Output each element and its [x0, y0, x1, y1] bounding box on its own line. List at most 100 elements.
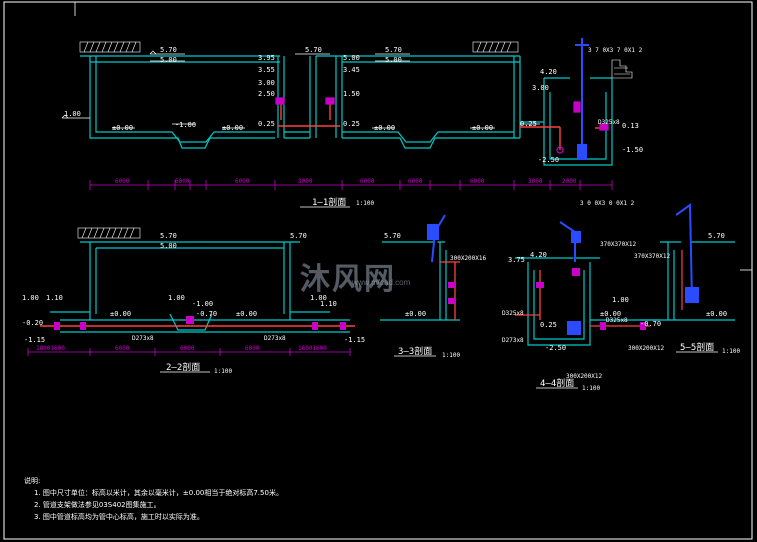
- dim-7: 6000: [470, 178, 485, 185]
- elev-label: 0.25: [258, 120, 275, 128]
- section-scale: 1:100: [582, 385, 600, 392]
- dim-3: 6000: [180, 345, 195, 352]
- dim-5: 6000: [360, 178, 375, 185]
- elev-label: 5.00: [160, 242, 177, 250]
- elev-label: 1.00: [168, 294, 185, 302]
- dim-2: 6000: [175, 178, 190, 185]
- elev-label: 5.70: [160, 232, 177, 240]
- soil-hatch: [77, 227, 141, 239]
- elevation-markers: [61, 50, 540, 129]
- section-title: 3—3剖面: [398, 345, 432, 357]
- elev-label: -1.15: [344, 336, 365, 344]
- section-title: 2—2剖面: [166, 361, 200, 373]
- elev-label: 0.25: [343, 120, 360, 128]
- dim-3: 6000: [235, 178, 250, 185]
- section-1-1: 6000 6000 6000 3000 6000 6000 6000 3000 …: [61, 38, 643, 208]
- pipe-fittings: [275, 97, 609, 154]
- elev-label: ±0.00: [600, 310, 621, 318]
- dim-4: 6000: [245, 345, 260, 352]
- dim-4: 3000: [298, 178, 313, 185]
- watermark-text: 沐风网: [300, 263, 396, 296]
- elev-label: -1.00: [192, 300, 213, 308]
- pipe-label: D325x8: [598, 119, 620, 126]
- elev-label: 0.25: [520, 120, 537, 128]
- section-2-2: 18001600 6000 6000 6000 16001600 5.70 5.…: [22, 227, 365, 375]
- elev-label: 5.70: [160, 46, 177, 54]
- elev-label: 3.45: [343, 66, 360, 74]
- pipe-label: D273x8: [264, 335, 286, 342]
- pipe-label: 3 0 0X3 0 0X1 2: [580, 200, 635, 207]
- elev-label: 5.00: [385, 56, 402, 64]
- dim-2: 6000: [115, 345, 130, 352]
- elev-label: 3.95: [258, 54, 275, 62]
- elev-label: ±0.00: [374, 124, 395, 132]
- elev-label: 1.00: [64, 110, 81, 118]
- elev-label: 5.70: [708, 232, 725, 240]
- soil-hatch-right: [472, 41, 519, 53]
- soil-hatch-left: [79, 41, 141, 53]
- pipe-fittings: [54, 316, 346, 330]
- tank-walls: [515, 257, 660, 346]
- elev-label: -0.70: [640, 320, 661, 328]
- elev-label: 5.70: [305, 46, 322, 54]
- watermark-logo: 沐风网: [300, 254, 396, 298]
- dim-9: 2000: [562, 178, 577, 185]
- watermark-url: www.mfcad.com: [352, 278, 411, 287]
- elev-label: 3.75: [508, 256, 525, 264]
- note-line-2: 2. 管道支架做法参见03S402图集施工。: [34, 501, 161, 509]
- elev-label: ±0.00: [236, 310, 257, 318]
- elev-label: 5.70: [385, 46, 402, 54]
- pipe-label: D273x8: [132, 335, 154, 342]
- tank-walls: [80, 55, 521, 149]
- elev-label: 5.00: [160, 56, 177, 64]
- elev-label: 3.55: [258, 66, 275, 74]
- pipe-label: D325x8: [606, 317, 628, 324]
- pipe-label: D273x8: [502, 337, 524, 344]
- annex-stair: [611, 59, 633, 79]
- pump-unit: [427, 214, 446, 263]
- tank-walls: [640, 241, 735, 321]
- elev-label: 2.50: [258, 90, 275, 98]
- pipes: [515, 270, 650, 327]
- note-line-3: 3. 图中管道标高均为管中心标高，施工时以实际为准。: [34, 513, 204, 521]
- elev-label: 1.10: [46, 294, 63, 302]
- pipe-label: D325x8: [502, 310, 524, 317]
- note-line-1: 1. 图中尺寸单位：标高以米计，其余以毫米计，±0.00相当于绝对标高7.50米…: [34, 489, 283, 497]
- dim-1: 6000: [115, 178, 130, 185]
- elev-label: ±0.00: [706, 310, 727, 318]
- elev-label: ±0.00: [405, 310, 426, 318]
- elev-label: -1.50: [622, 146, 643, 154]
- section-scale: 1:100: [214, 368, 232, 375]
- pipes: [440, 261, 460, 320]
- elev-label: -0.20: [22, 319, 43, 327]
- dim-8: 3000: [528, 178, 543, 185]
- elev-label: -1.00: [175, 121, 196, 129]
- notes-heading: 说明:: [24, 477, 41, 485]
- elev-label: ±0.00: [112, 124, 133, 132]
- elev-label: ±0.00: [222, 124, 243, 132]
- section-scale: 1:100: [356, 200, 374, 207]
- pipes: [278, 102, 604, 150]
- elev-label: 4.20: [530, 251, 547, 259]
- pipe-label: 370X370X12: [600, 241, 637, 248]
- pipe-label: 370X370X12: [634, 253, 671, 260]
- section-title: 5—5剖面: [680, 341, 714, 353]
- pump-unit: [559, 221, 581, 335]
- elev-label: -2.50: [538, 156, 559, 164]
- section-3-3: 5.70 ±0.00 300X200X16 3—3剖面 1:100: [380, 214, 487, 359]
- pipe-fittings: [536, 268, 646, 330]
- elev-label: ±0.00: [472, 124, 493, 132]
- section-scale: 1:100: [722, 348, 740, 355]
- elev-label: 1.10: [320, 300, 337, 308]
- elev-label: 3.00: [258, 79, 275, 87]
- elev-label: 0.13: [622, 122, 639, 130]
- elev-label: ±0.00: [110, 310, 131, 318]
- pipe-label: 3 7 0X3 7 0X1 2: [588, 47, 643, 54]
- elev-label: 3.00: [532, 84, 549, 92]
- pipe-fittings: [448, 282, 456, 304]
- elev-label: 4.20: [540, 68, 557, 76]
- pump-unit: [575, 38, 589, 160]
- dimension-line-2-2: [27, 348, 351, 356]
- dim-6: 6000: [408, 178, 423, 185]
